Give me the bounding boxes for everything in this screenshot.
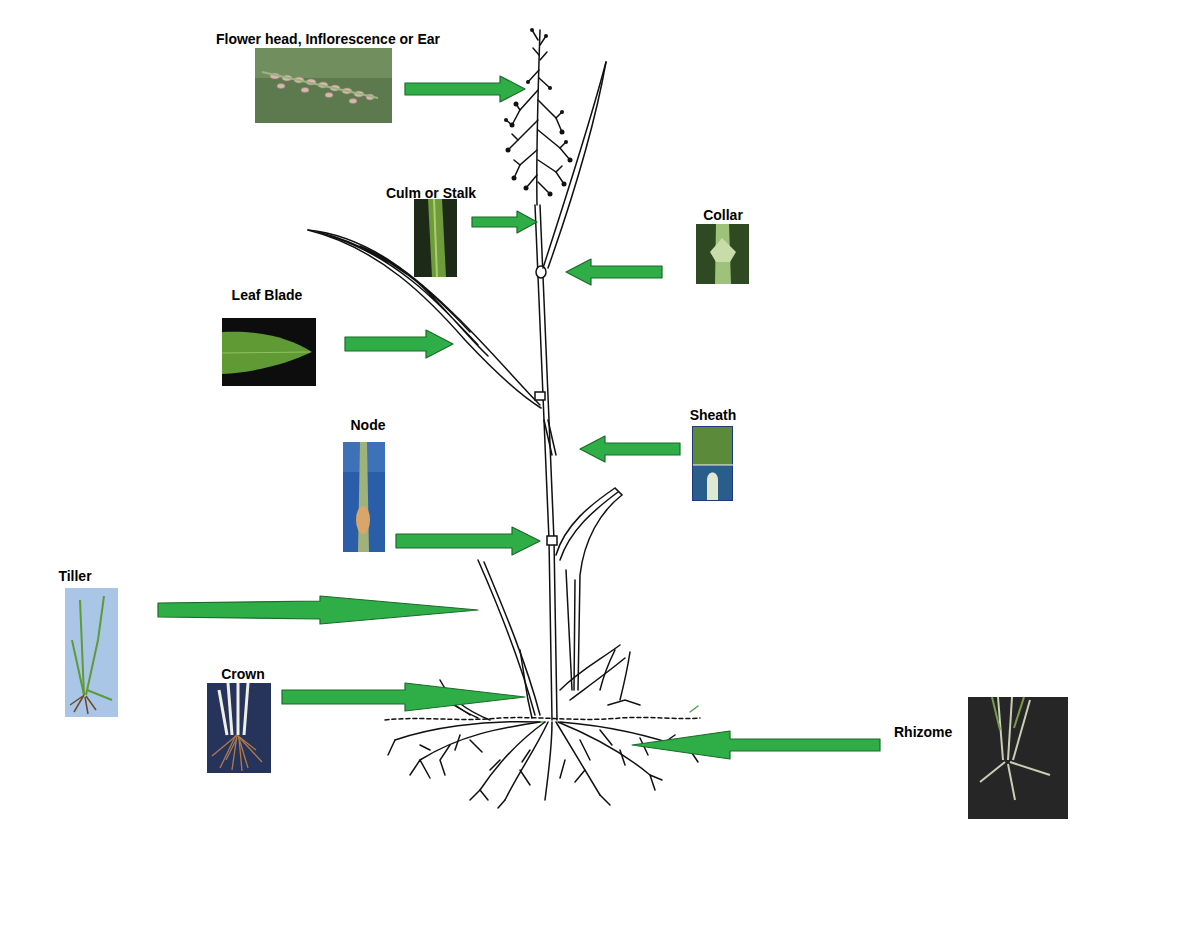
pointer-arrows xyxy=(158,76,880,759)
part-label: Node xyxy=(351,417,386,433)
part-label: Sheath xyxy=(690,407,737,423)
part-label: Tiller xyxy=(58,568,91,584)
part-label: Crown xyxy=(221,666,265,682)
photo-thumbnails xyxy=(65,48,1068,819)
part-label: Collar xyxy=(703,207,743,223)
part-label: Culm or Stalk xyxy=(386,185,476,201)
part-label: Leaf Blade xyxy=(232,287,303,303)
part-label: Rhizome xyxy=(894,724,952,740)
part-label: Flower head, Inflorescence or Ear xyxy=(216,31,440,47)
